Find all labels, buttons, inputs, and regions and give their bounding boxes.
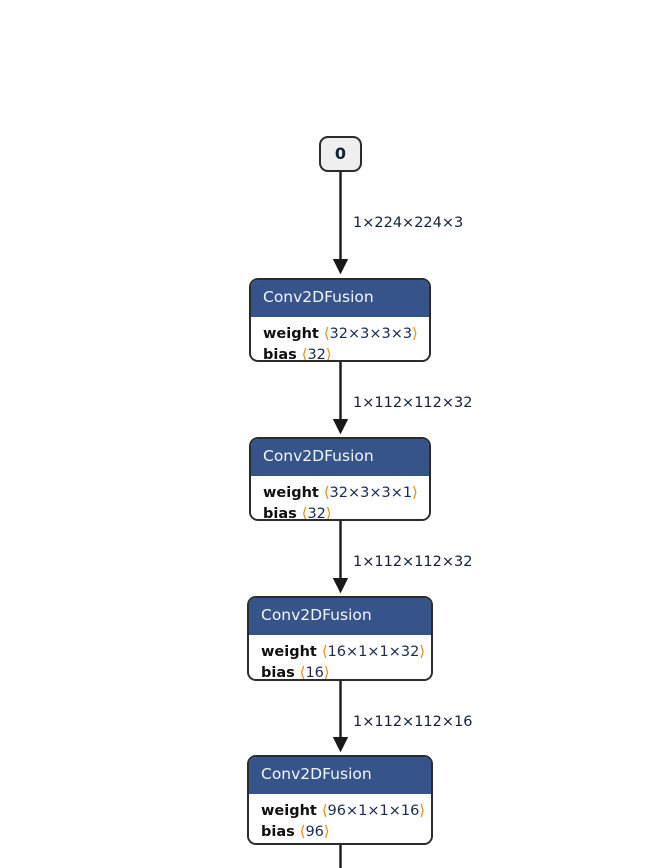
node-attributes: weight⟨16×1×1×32⟩ bias⟨16⟩ xyxy=(249,634,431,681)
angle-bracket-open-icon: ⟨ xyxy=(321,802,328,819)
node-attributes: weight⟨32×3×3×3⟩ bias⟨32⟩ xyxy=(251,316,429,362)
attribute-shape: 32 xyxy=(307,505,326,521)
attribute-row: weight⟨32×3×3×3⟩ xyxy=(263,324,418,345)
node-conv2dfusion-3[interactable]: Conv2DFusion weight⟨16×1×1×32⟩ bias⟨16⟩ xyxy=(247,596,433,681)
attribute-value: ⟨32⟩ xyxy=(301,505,332,521)
attribute-row: bias⟨96⟩ xyxy=(261,822,419,843)
angle-bracket-open-icon: ⟨ xyxy=(321,643,328,660)
attribute-shape: 16×1×1×32 xyxy=(327,643,420,660)
attribute-shape: 32 xyxy=(307,346,326,362)
attribute-shape: 32×3×3×1 xyxy=(329,484,413,501)
attribute-row: weight⟨96×1×1×16⟩ xyxy=(261,801,425,822)
edge-label-conv1-to-conv2: 1×112×112×32 xyxy=(353,395,473,411)
node-attributes: weight⟨96×1×1×16⟩ bias⟨96⟩ xyxy=(249,793,431,843)
angle-bracket-close-icon: ⟩ xyxy=(412,325,418,342)
angle-bracket-open-icon: ⟨ xyxy=(301,346,308,362)
attribute-name: bias xyxy=(261,664,295,681)
attribute-name: bias xyxy=(263,346,297,362)
node-conv2dfusion-4[interactable]: Conv2DFusion weight⟨96×1×1×16⟩ bias⟨96⟩ xyxy=(247,755,433,845)
node-attributes: weight⟨32×3×3×1⟩ bias⟨32⟩ xyxy=(251,475,429,521)
attribute-value: ⟨96×1×1×16⟩ xyxy=(322,803,425,819)
attribute-shape: 32×3×3×3 xyxy=(329,325,413,342)
angle-bracket-open-icon: ⟨ xyxy=(323,484,330,501)
attribute-value: ⟨96⟩ xyxy=(300,824,330,840)
attribute-row: bias⟨32⟩ xyxy=(263,504,417,521)
edge-label-conv3-to-conv4: 1×112×112×16 xyxy=(353,714,473,730)
angle-bracket-open-icon: ⟨ xyxy=(299,664,306,681)
attribute-row: bias⟨16⟩ xyxy=(261,663,419,681)
edge-label-conv2-to-conv3: 1×112×112×32 xyxy=(353,554,473,570)
attribute-shape: 96×1×1×16 xyxy=(327,802,420,819)
attribute-shape: 16 xyxy=(305,664,324,681)
attribute-row: weight⟨32×3×3×1⟩ xyxy=(263,483,418,504)
input-node-0[interactable]: 0 xyxy=(319,136,362,172)
attribute-name: weight xyxy=(263,325,319,342)
attribute-value: ⟨32⟩ xyxy=(301,346,332,362)
angle-bracket-close-icon: ⟩ xyxy=(419,802,425,819)
node-header: Conv2DFusion xyxy=(249,757,431,794)
angle-bracket-open-icon: ⟨ xyxy=(299,823,306,840)
angle-bracket-close-icon: ⟩ xyxy=(323,823,330,840)
angle-bracket-close-icon: ⟩ xyxy=(412,484,418,501)
attribute-name: bias xyxy=(263,505,297,521)
angle-bracket-close-icon: ⟩ xyxy=(325,346,332,362)
angle-bracket-open-icon: ⟨ xyxy=(301,505,308,521)
attribute-name: weight xyxy=(261,643,317,660)
attribute-name: weight xyxy=(263,484,319,501)
attribute-name: weight xyxy=(261,802,317,819)
attribute-row: weight⟨16×1×1×32⟩ xyxy=(261,642,425,663)
attribute-value: ⟨16⟩ xyxy=(299,664,330,681)
node-header: Conv2DFusion xyxy=(251,439,429,476)
attribute-row: bias⟨32⟩ xyxy=(263,345,417,362)
angle-bracket-close-icon: ⟩ xyxy=(325,505,332,521)
attribute-name: bias xyxy=(261,823,295,840)
input-node-label: 0 xyxy=(334,144,347,163)
attribute-value: ⟨16×1×1×32⟩ xyxy=(322,644,425,660)
angle-bracket-close-icon: ⟩ xyxy=(323,664,330,681)
attribute-value: ⟨32×3×3×1⟩ xyxy=(324,485,418,501)
angle-bracket-close-icon: ⟩ xyxy=(419,643,425,660)
node-header: Conv2DFusion xyxy=(249,598,431,635)
node-conv2dfusion-2[interactable]: Conv2DFusion weight⟨32×3×3×1⟩ bias⟨32⟩ xyxy=(249,437,431,521)
edge-label-input-to-conv1: 1×224×224×3 xyxy=(353,215,464,231)
node-header: Conv2DFusion xyxy=(251,280,429,317)
attribute-value: ⟨32×3×3×3⟩ xyxy=(324,326,418,342)
node-conv2dfusion-1[interactable]: Conv2DFusion weight⟨32×3×3×3⟩ bias⟨32⟩ xyxy=(249,278,431,362)
angle-bracket-open-icon: ⟨ xyxy=(323,325,330,342)
attribute-shape: 96 xyxy=(305,823,324,840)
